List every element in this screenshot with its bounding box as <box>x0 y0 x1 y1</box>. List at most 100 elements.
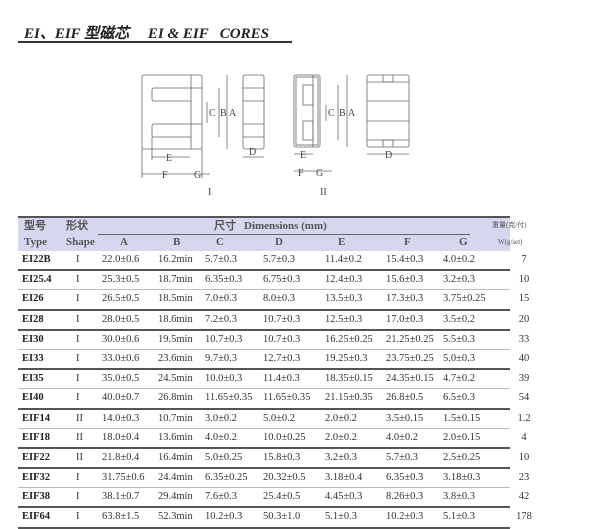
cell-type: EI40 <box>22 392 44 404</box>
diagram-type-i <box>141 74 265 178</box>
cell-shape: II <box>76 451 83 463</box>
cell-dim-g: 1.5±0.15 <box>443 412 481 424</box>
dim-label-d-ii: D <box>385 150 392 161</box>
cell-dim-b: 24.5min <box>158 373 193 385</box>
cell-type: EIF18 <box>22 431 51 443</box>
cell-dim-b: 16.2min <box>158 254 193 265</box>
dim-label-f: F <box>162 170 168 181</box>
cell-dim-b: 10.7min <box>158 412 193 424</box>
cell-weight: 39 <box>518 373 530 385</box>
dim-label-a: A <box>229 108 237 119</box>
page-title: EI、EIF 型磁芯 EI & EIF CORES <box>24 26 269 42</box>
header-shape: Shape <box>66 236 95 248</box>
cell-dim-g: 3.75±0.25 <box>443 293 486 305</box>
cell-type: EI33 <box>22 352 44 364</box>
cell-dim-c: 10.2±0.3 <box>205 511 243 523</box>
cell-type: EI35 <box>22 373 44 385</box>
cell-type: EI25.4 <box>22 274 52 286</box>
cell-type: EIF32 <box>22 472 51 484</box>
cell-weight: 10 <box>518 274 530 286</box>
cell-shape: I <box>76 293 80 305</box>
cell-dim-a: 40.0±0.7 <box>102 392 140 404</box>
header-col-d: D <box>275 236 283 248</box>
cell-dim-g: 5.1±0.3 <box>443 511 476 523</box>
cell-type: EIF22 <box>22 451 51 463</box>
dim-label-c: C <box>209 108 216 119</box>
cell-dim-c: 4.0±0.2 <box>205 431 238 443</box>
cell-dim-f: 17.3±0.3 <box>386 293 424 305</box>
cell-weight: 178 <box>516 511 532 523</box>
cell-dim-d: 6.75±0.3 <box>263 274 301 286</box>
cell-dim-a: 63.8±1.5 <box>102 511 140 523</box>
cell-dim-d: 50.3±1.0 <box>263 511 301 523</box>
header-weight-cn: 重量(克/付) <box>492 221 527 229</box>
header-type: Type <box>24 236 48 248</box>
cell-dim-f: 17.0±0.3 <box>386 313 424 325</box>
header-col-c: C <box>216 236 224 248</box>
cell-dim-d: 10.7±0.3 <box>263 313 301 325</box>
cell-dim-b: 18.7min <box>158 274 193 286</box>
caption-type-i: I <box>208 187 211 198</box>
cell-weight: 23 <box>518 472 530 484</box>
cell-dim-d: 10.7±0.3 <box>263 333 301 345</box>
cell-dim-e: 21.15±0.35 <box>325 392 373 404</box>
cell-dim-e: 12.4±0.3 <box>325 274 363 286</box>
cell-dim-g: 5.0±0.3 <box>443 352 476 364</box>
cell-dim-c: 6.35±0.3 <box>205 274 243 286</box>
cell-dim-e: 11.4±0.2 <box>325 254 362 265</box>
cell-dim-f: 24.35±0.15 <box>386 373 434 385</box>
cell-dim-a: 14.0±0.3 <box>102 412 140 424</box>
cell-dim-g: 3.5±0.2 <box>443 313 476 325</box>
header-col-e: E <box>338 236 346 248</box>
cell-dim-c: 3.0±0.2 <box>205 412 238 424</box>
cell-dim-e: 18.35±0.15 <box>325 373 373 385</box>
cell-dim-b: 26.8min <box>158 392 193 404</box>
cell-weight: 7 <box>521 254 527 265</box>
cell-dim-c: 10.0±0.3 <box>205 373 243 385</box>
cell-dim-g: 4.7±0.2 <box>443 373 476 385</box>
cell-dim-a: 18.0±0.4 <box>102 431 140 443</box>
cell-shape: I <box>76 313 80 325</box>
header-col-a: A <box>120 236 128 248</box>
diagram-type-ii <box>293 74 410 172</box>
cell-type: EI22B <box>22 254 51 265</box>
cell-dim-d: 5.7±0.3 <box>263 254 296 265</box>
cell-dim-d: 11.4±0.3 <box>263 373 300 385</box>
dim-label-g: G <box>194 170 201 181</box>
cell-dim-e: 4.45±0.3 <box>325 491 363 503</box>
cell-shape: I <box>76 274 80 286</box>
cell-type: EI30 <box>22 333 44 345</box>
cell-shape: I <box>76 392 80 404</box>
cell-dim-c: 5.0±0.25 <box>205 451 243 463</box>
cell-weight: 20 <box>518 313 530 325</box>
cell-dim-e: 2.0±0.2 <box>325 431 358 443</box>
cell-shape: II <box>76 412 83 424</box>
cell-dim-e: 2.0±0.2 <box>325 412 358 424</box>
cell-dim-d: 11.65±0.35 <box>263 392 311 404</box>
header-col-b: B <box>173 236 181 248</box>
cell-dim-g: 5.5±0.3 <box>443 333 476 345</box>
cell-shape: I <box>76 511 80 523</box>
cell-shape: I <box>76 491 80 503</box>
cell-dim-d: 10.0±0.25 <box>263 431 306 443</box>
dim-label-d: D <box>249 147 256 158</box>
cell-dim-d: 15.8±0.3 <box>263 451 301 463</box>
cell-dim-c: 10.7±0.3 <box>205 333 243 345</box>
header-dims-en: Dimensions (mm) <box>244 220 327 232</box>
cell-shape: I <box>76 472 80 484</box>
cell-dim-g: 3.2±0.3 <box>443 274 476 286</box>
dimensions-table: 型号 形状 尺寸 Dimensions (mm) 重量(克/付) Type Sh… <box>18 216 532 529</box>
cell-weight: 1.2 <box>517 412 531 424</box>
cell-dim-f: 10.2±0.3 <box>386 511 424 523</box>
cell-dim-g: 3.8±0.3 <box>443 491 476 503</box>
cell-type: EIF38 <box>22 491 51 503</box>
header-col-g: G <box>459 236 468 248</box>
cell-type: EI26 <box>22 293 44 305</box>
